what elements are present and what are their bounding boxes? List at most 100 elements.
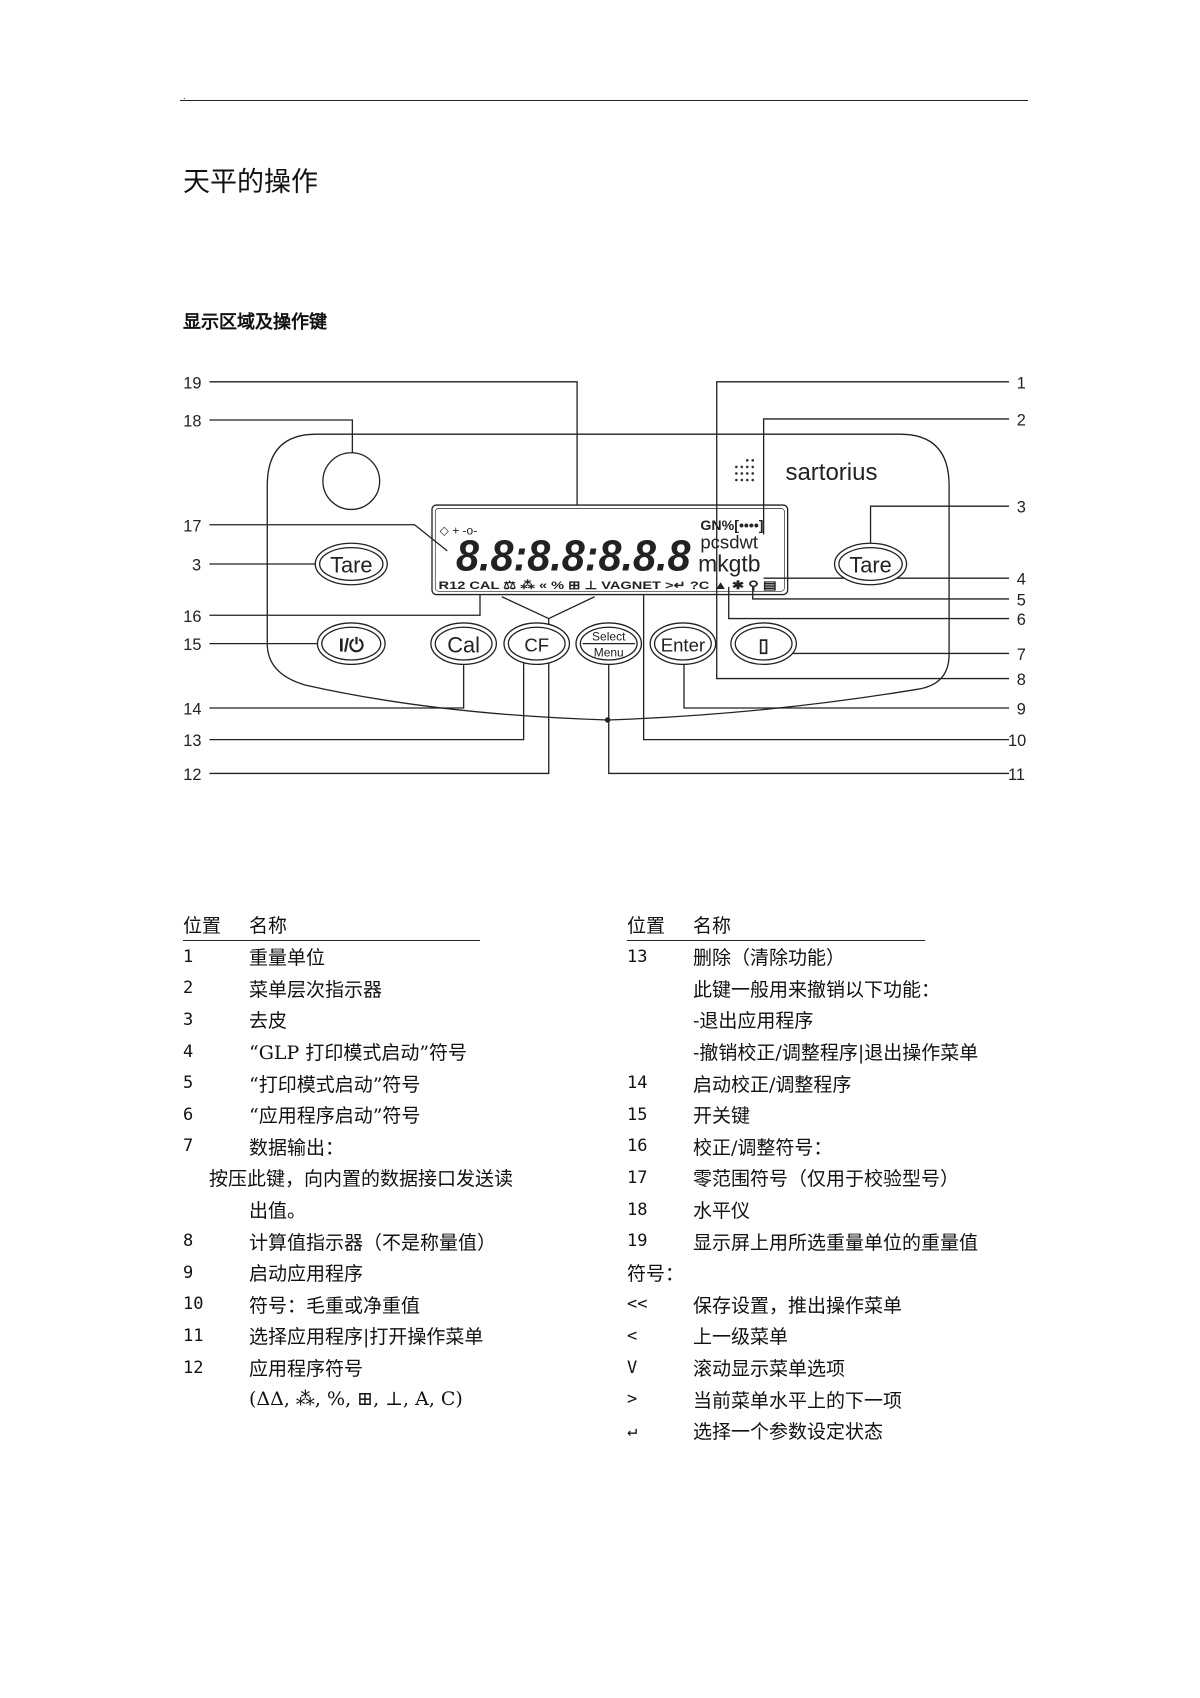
power-button[interactable]: I/⏻ [339,634,364,655]
tare-button-left[interactable]: Tare [330,553,372,578]
lcd-status-row: R12 CAL ⚖ ⁂ « % ⊞ ⊥ VAGNET >↵ ?C ▲ ✱ ⚲ ▤ [439,579,777,592]
legend-row: -撤销校正/调整程序|退出操作菜单 [627,1036,1047,1068]
lcd-sign-symbols: ◇ + -o- [440,524,478,538]
legend-name: “GLP 打印模式启动”符号 [249,1042,468,1065]
legend-position: 2 [183,978,194,999]
cal-button[interactable]: Cal [447,632,480,657]
legend-position: 8 [183,1231,194,1252]
legend-header: 位置 名称 [183,908,480,941]
callout-1: 1 [1017,374,1026,392]
callout-6: 6 [1017,611,1026,629]
legend-position: 19 [627,1231,648,1252]
callout-15: 15 [183,636,201,654]
symbols-heading: 符号： [627,1263,685,1286]
legend-position: 12 [183,1357,204,1378]
legend-row: 5“打印模式启动”符号 [183,1067,513,1099]
section-subtitle: 显示区域及操作键 [183,312,327,333]
enter-button[interactable]: Enter [661,634,705,655]
menu-button[interactable]: Menu [594,646,624,660]
legend-row: ↵ 选择一个参数设定状态 [627,1415,1047,1447]
callout-18: 18 [183,413,201,431]
legend-name: -退出应用程序 [693,1010,814,1033]
legend-row: 17 零范围符号（仅用于校验型号） [627,1162,1047,1194]
callout-14: 14 [183,701,201,719]
legend-position: 6 [183,1104,194,1125]
legend-position: ↵ [627,1420,638,1441]
legend-name: 上一级菜单 [693,1326,789,1349]
lcd-units-row3: mkgtb [698,551,760,577]
legend-name: 滚动显示菜单选项 [693,1358,846,1381]
callout-9: 9 [1017,701,1026,719]
legend-name: 开关键 [693,1105,751,1128]
legend-name: 去皮 [249,1010,288,1033]
legend-name: 应用程序符号 [249,1358,364,1381]
callout-19: 19 [183,374,201,392]
callout-2: 2 [1017,411,1026,429]
legend-name: 按压此键，向内置的数据接口发送读 [208,1168,513,1191]
corner-mark: . [183,92,186,101]
legend-name: 启动应用程序 [249,1263,364,1286]
legend-name: 校正/调整符号： [693,1136,833,1159]
select-button[interactable]: Select [592,629,626,643]
legend-row: 按压此键，向内置的数据接口发送读 [183,1162,513,1194]
legend-name: “应用程序启动”符号 [249,1105,421,1128]
callout-5: 5 [1017,591,1026,609]
legend-position: 14 [627,1073,648,1094]
legend-name: 符号：毛重或净重值 [249,1294,421,1317]
header-name: 名称 [249,915,288,937]
tare-button-right[interactable]: Tare [849,553,891,578]
callout-4: 4 [1017,571,1026,589]
callout-3-left: 3 [192,557,201,575]
brand-logo: sartorius [785,459,877,486]
callout-13: 13 [183,732,201,750]
legend-name: 删除（清除功能） [693,947,846,970]
lcd-units-row1: GN%[••••] [700,518,763,534]
legend-position: 10 [183,1294,204,1315]
legend-position: 11 [183,1325,204,1346]
legend-row: <上一级菜单 [627,1320,1047,1352]
legend-name: (ΔΔ, ⁂, %, ⊞, ⊥, A, C) [249,1388,463,1411]
print-button[interactable]: ▯ [759,634,769,655]
legend-position: 15 [627,1104,648,1125]
legend-position: 3 [183,1009,194,1030]
legend-name: 选择应用程序|打开操作菜单 [249,1326,484,1349]
lcd-units-row2: pcsdwt [700,532,759,553]
legend-row: 9 启动应用程序 [183,1257,513,1289]
legend-name: 选择一个参数设定状态 [693,1421,884,1444]
header-position: 位置 [183,915,222,937]
legend-position: << [627,1294,648,1315]
legend-row: 4 “GLP 打印模式启动”符号 [183,1036,513,1068]
callout-17: 17 [183,517,201,535]
legend-row: 6 “应用程序启动”符号 [183,1099,513,1131]
legend-position: 1 [183,946,194,967]
callout-16: 16 [183,608,201,626]
callout-3-right: 3 [1017,499,1026,517]
legend-name: 保存设置，推出操作菜单 [693,1294,903,1317]
legend-name: 重量单位 [249,947,326,970]
legend-name: 零范围符号（仅用于校验型号） [693,1168,960,1191]
lcd-digits: 8.8:8.8:8.8.8 [456,533,691,581]
legend-name: 计算值指示器（不是称量值） [249,1231,497,1254]
cf-button[interactable]: CF [524,634,549,655]
legend-position: 4 [183,1041,194,1062]
legend-position: 17 [627,1167,648,1188]
level-indicator [322,452,381,511]
legend-name: 菜单层次指示器 [249,978,383,1001]
legend-header: 位置 名称 [627,908,925,941]
legend-row: 11 选择应用程序|打开操作菜单 [183,1320,513,1352]
legend-position: 9 [183,1262,194,1283]
legend-position: > [627,1389,638,1410]
legend-name: 水平仪 [693,1200,751,1223]
legend-name: “打印模式启动”符号 [249,1073,421,1096]
legend-row: 2 菜单层次指示器 [183,973,513,1005]
legend-name: 显示屏上用所选重量单位的重量值 [693,1231,979,1254]
legend-row: 出值。 [183,1194,513,1226]
